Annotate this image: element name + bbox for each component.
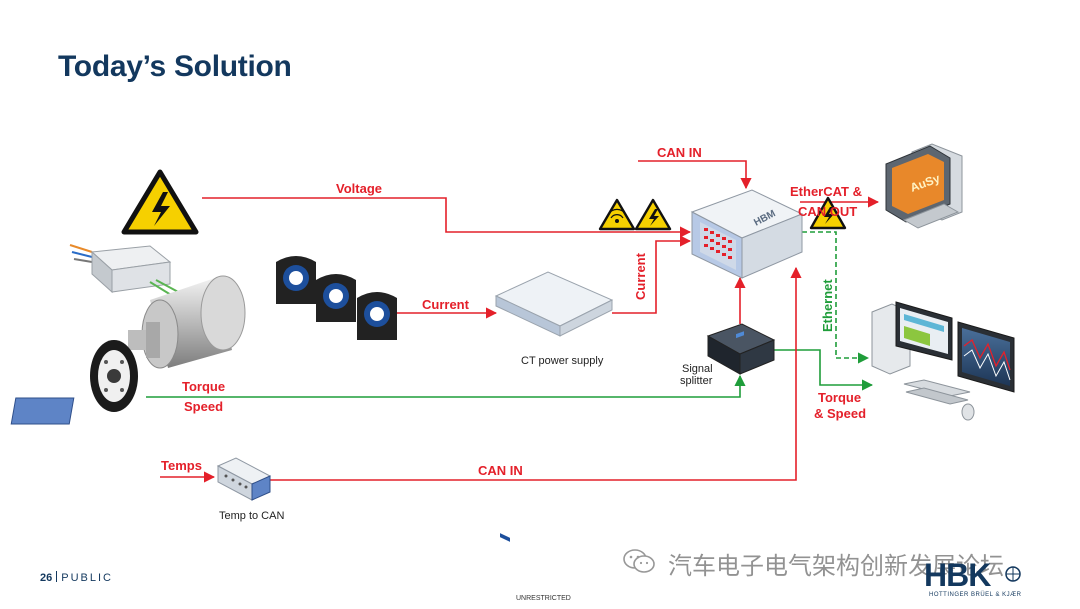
temps-label: Temps: [161, 458, 202, 473]
desktop-pc-top: [885, 143, 963, 229]
page-title: Today’s Solution: [58, 50, 292, 83]
daq-system: [690, 189, 804, 279]
ct-power-supply: [494, 271, 614, 542]
can-in-top-label: CAN IN: [657, 145, 702, 160]
can-in-bottom-label: CAN IN: [478, 463, 523, 478]
electric-motor: [128, 275, 246, 369]
ct-power-supply-label: CT power supply: [521, 355, 604, 367]
torque-speed-label-line2: & Speed: [814, 406, 866, 421]
can-in-bottom-line: [270, 266, 802, 481]
high-voltage-warning-icon: [121, 169, 199, 235]
speed-label: Speed: [184, 399, 223, 414]
page-footer: 26 PUBLIC: [40, 571, 113, 584]
ethernet-line: [802, 231, 870, 364]
ethercat-label-line2: CAN OUT: [798, 204, 857, 219]
current-label-vertical: Current: [633, 252, 648, 300]
torque-label: Torque: [182, 379, 225, 394]
current-sensor-2: [316, 274, 356, 322]
footer-divider: [56, 571, 58, 582]
current-label-left: Current: [422, 297, 470, 312]
can-out-warning-icon: [809, 196, 847, 230]
hbk-logo-text: HBK: [924, 558, 991, 592]
current-ct-line: [612, 235, 692, 314]
voltage-warning-small-icon: [634, 198, 672, 231]
unrestricted-label: UNRESTRICTED: [516, 595, 571, 602]
wireless-warning-icon: [598, 198, 636, 231]
watermark-text: 汽车电子电气架构创新发展论坛: [668, 552, 1004, 580]
ethernet-label: Ethernet: [820, 279, 835, 332]
hbk-logo: HBK: [924, 558, 1021, 592]
signal-splitter: [706, 323, 776, 375]
temp-to-can-label: Temp to CAN: [219, 510, 284, 522]
signal-splitter-label-line2: splitter: [680, 375, 713, 387]
page-number: 26: [40, 572, 53, 584]
hbk-logo-subtitle: HOTTINGER BRÜEL & KJÆR: [929, 592, 1022, 598]
torque-speed-label-line1: Torque: [818, 390, 861, 405]
voltage-line: [202, 197, 692, 238]
voltage-label: Voltage: [336, 181, 382, 196]
ethercat-label-line1: EtherCAT &: [790, 184, 862, 199]
torque-speed-in-line: [146, 374, 746, 398]
inverter-box: [69, 244, 183, 299]
workstation-pc: [871, 301, 1015, 421]
can-in-top-line: [638, 160, 752, 190]
current-sensor-1: [276, 256, 316, 304]
signal-splitter-label-line1: Signal: [682, 363, 713, 375]
classification-label: PUBLIC: [61, 572, 113, 584]
temp-to-can-module: [216, 457, 272, 501]
current-sensor-3: [357, 292, 397, 340]
torque-speed-out-line: [772, 349, 874, 391]
wechat-icon: [623, 549, 655, 573]
torque-sensor: [10, 340, 138, 425]
